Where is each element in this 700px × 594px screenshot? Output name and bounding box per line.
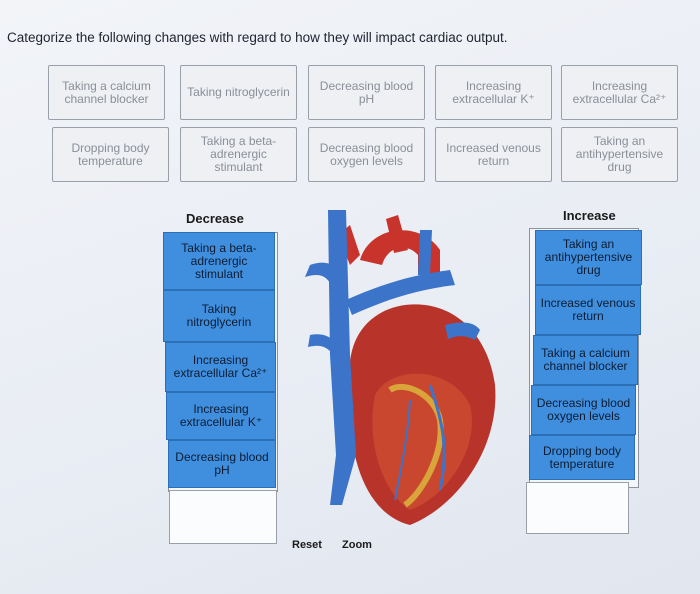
- pool-tile-antihypertensive[interactable]: Taking an antihypertensive drug: [561, 127, 678, 182]
- increase-item-calcium-channel-blocker[interactable]: Taking a calcium channel blocker: [533, 335, 638, 385]
- subclavian-artery: [386, 215, 408, 253]
- pool-tile-increasing-k[interactable]: Increasing extracellular K⁺: [435, 65, 552, 120]
- increase-item-dropping-temperature[interactable]: Dropping body temperature: [529, 435, 635, 480]
- pool-tile-venous-return[interactable]: Increased venous return: [435, 127, 552, 182]
- pool-tile-nitroglycerin[interactable]: Taking nitroglycerin: [180, 65, 297, 120]
- coronary-vein-2: [394, 399, 411, 501]
- decrease-item-decreasing-ph[interactable]: Decreasing blood pH: [168, 440, 276, 488]
- decrease-heading: Decrease: [186, 211, 244, 226]
- pool-tile-increasing-ca[interactable]: Increasing extracellular Ca²⁺: [561, 65, 678, 120]
- increase-empty-slot[interactable]: [526, 482, 629, 534]
- decrease-item-beta-adrenergic[interactable]: Taking a beta-adrenergic stimulant: [163, 232, 275, 290]
- pulmonary-artery-upper: [418, 230, 432, 275]
- zoom-button[interactable]: Zoom: [342, 539, 372, 551]
- decrease-empty-slot[interactable]: [169, 490, 277, 544]
- pulmonary-vein-right: [445, 322, 480, 340]
- ventricle: [372, 373, 472, 510]
- coronary-vein: [428, 384, 446, 491]
- pool-tile-decreasing-oxygen[interactable]: Decreasing blood oxygen levels: [308, 127, 425, 182]
- pulmonary-vein-left: [308, 334, 335, 351]
- increase-item-venous-return[interactable]: Increased venous return: [535, 285, 641, 335]
- heart-illustration: [305, 210, 496, 525]
- reset-button[interactable]: Reset: [292, 539, 322, 551]
- pool-tile-calcium-channel-blocker[interactable]: Taking a calcium channel blocker: [48, 65, 165, 120]
- pool-tile-dropping-temperature[interactable]: Dropping body temperature: [52, 127, 169, 182]
- pool-tile-decreasing-ph[interactable]: Decreasing blood pH: [308, 65, 425, 120]
- vena-cava: [328, 210, 356, 505]
- decrease-item-nitroglycerin[interactable]: Taking nitroglycerin: [163, 290, 275, 342]
- brachiocephalic-vein: [305, 262, 340, 283]
- pool-tile-beta-adrenergic[interactable]: Taking a beta-adrenergic stimulant: [180, 127, 297, 182]
- decrease-item-increasing-ca[interactable]: Increasing extracellular Ca²⁺: [165, 342, 276, 392]
- question-prompt: Categorize the following changes with re…: [7, 30, 508, 45]
- increase-item-decreasing-oxygen[interactable]: Decreasing blood oxygen levels: [531, 385, 636, 435]
- increase-item-antihypertensive[interactable]: Taking an antihypertensive drug: [535, 230, 642, 285]
- increase-heading: Increase: [563, 208, 616, 223]
- decrease-item-increasing-k[interactable]: Increasing extracellular K⁺: [166, 392, 276, 440]
- pulmonary-trunk: [346, 270, 455, 315]
